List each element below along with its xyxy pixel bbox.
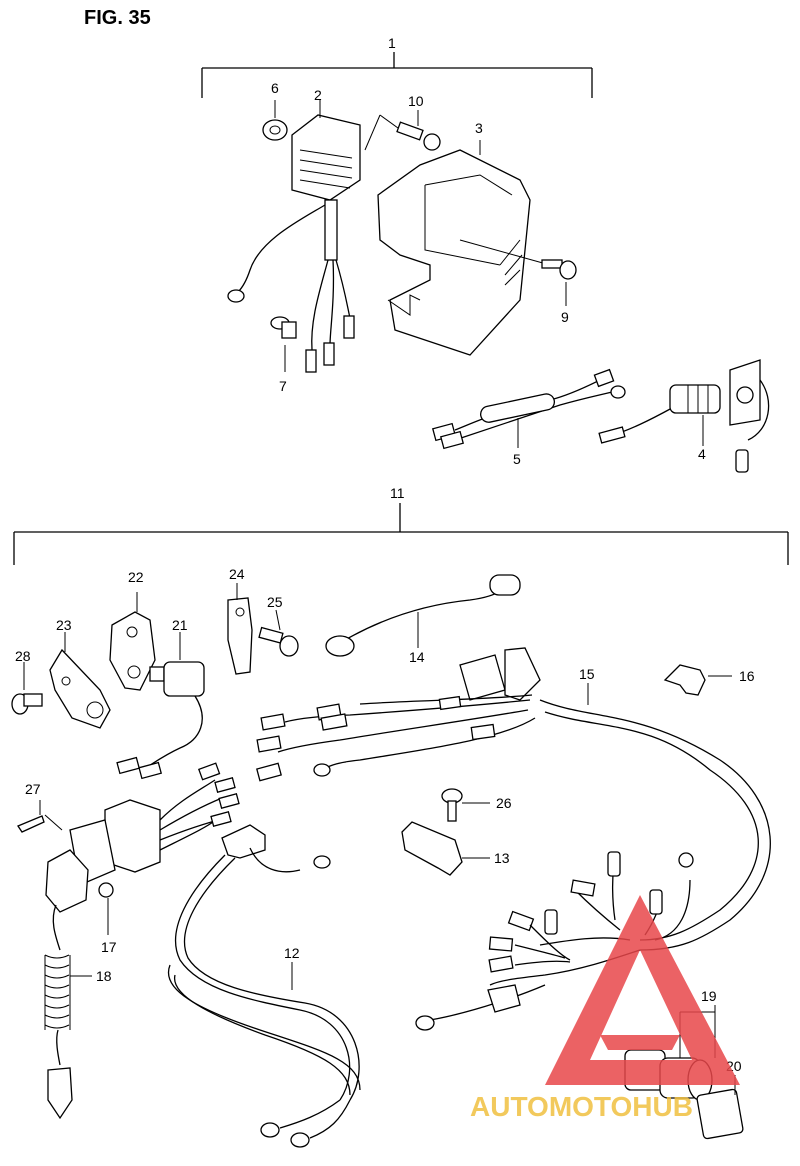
bolt-part-7 [270,316,297,372]
lanyard-part-18 [44,904,92,1120]
callout-17: 17 [101,939,117,955]
washer-part-6 [262,100,288,141]
bolt-part-28 [11,662,43,715]
callout-18: 18 [96,968,112,984]
sensor-part-21 [116,632,205,780]
rectifier-part-2 [227,100,361,373]
callout-25: 25 [267,594,283,610]
callout-7: 7 [279,378,287,394]
screw-part-9 [459,239,577,306]
bolt-part-25 [258,609,299,657]
callouts: 1 2 3 4 5 6 7 9 10 11 12 13 14 15 16 17 … [15,35,755,1074]
callout-12: 12 [284,945,300,961]
callout-22: 22 [128,569,144,585]
harness-leads [415,851,694,1031]
bracket-part-23 [49,632,111,729]
clamp-part-16 [663,664,732,696]
screw-part-26 [441,788,490,822]
callout-24: 24 [229,566,245,582]
screw-part-27 [17,800,63,833]
callout-28: 28 [15,648,31,664]
callout-19: 19 [701,988,717,1004]
callout-23: 23 [56,617,72,633]
callout-15: 15 [579,666,595,682]
callout-27: 27 [25,781,41,797]
switch-box-part-17 [45,762,240,935]
bracket-part-13 [401,821,490,876]
cover-part-3 [377,140,531,356]
harness-part-15 [256,647,771,951]
figure-title: FIG. 35 [84,7,151,29]
callout-14: 14 [409,649,425,665]
callout-1: 1 [388,35,396,51]
switch-part-4 [598,359,770,473]
group-11-bracket [13,503,789,565]
callout-16: 16 [739,668,755,684]
clip-part-24 [227,583,253,675]
callout-10: 10 [408,93,424,109]
callout-4: 4 [698,446,706,462]
extension-harness-part-12 [167,824,361,1148]
watermark-logo: AUTOMOTOHUB [470,895,740,1122]
callout-21: 21 [172,617,188,633]
callout-3: 3 [475,120,483,136]
ground-cable-part-14 [325,574,521,657]
callout-13: 13 [494,850,510,866]
bolt-part-10 [364,110,441,151]
callout-11: 11 [390,485,405,501]
group-1-bracket [201,52,593,98]
callout-5: 5 [513,451,521,467]
callout-2: 2 [314,87,322,103]
callout-26: 26 [496,795,512,811]
lead-wire-part-5 [431,368,626,450]
callout-6: 6 [271,80,279,96]
bracket-part-22 [109,592,156,691]
watermark-text: AUTOMOTOHUB [470,1091,693,1122]
callout-9: 9 [561,309,569,325]
